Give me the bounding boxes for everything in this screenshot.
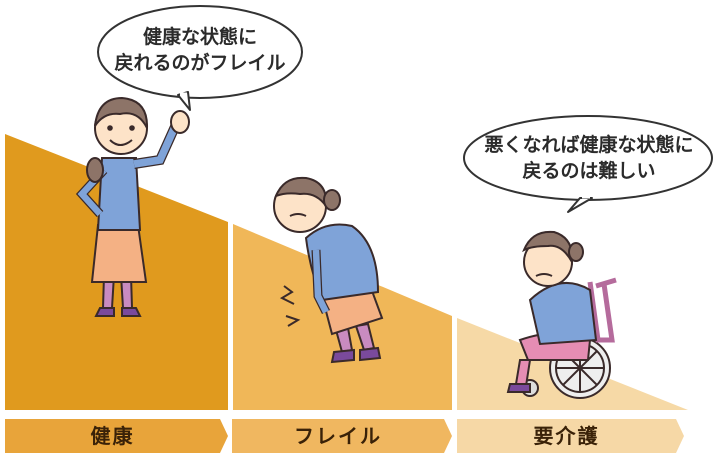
frail-woman-illustration	[273, 176, 384, 364]
care-bubble-line2: 戻るのは難しい	[522, 160, 656, 182]
healthy-bubble-line1: 健康な状態に	[142, 26, 257, 48]
healthy-bubble-line2: 戻れるのがフレイル	[114, 52, 286, 74]
care-bubble-text: 悪くなれば健康な状態に 戻るのは難しい	[465, 132, 713, 184]
wheelchair-woman-illustration	[506, 230, 617, 399]
healthy-woman-illustration	[75, 96, 190, 317]
healthy-bubble-text: 健康な状態に 戻れるのがフレイル	[98, 24, 302, 76]
stage-label-frail: フレイル	[294, 424, 382, 448]
frail-label-band	[232, 419, 452, 453]
healthy-label-band	[5, 419, 228, 453]
stage-label-healthy: 健康	[90, 424, 135, 448]
care-label-band	[457, 419, 684, 453]
stage-label-care: 要介護	[533, 424, 600, 448]
speech-bubble-care	[463, 115, 713, 213]
care-bubble-line1: 悪くなれば健康な状態に	[484, 134, 694, 156]
speech-bubble-healthy	[97, 5, 303, 111]
